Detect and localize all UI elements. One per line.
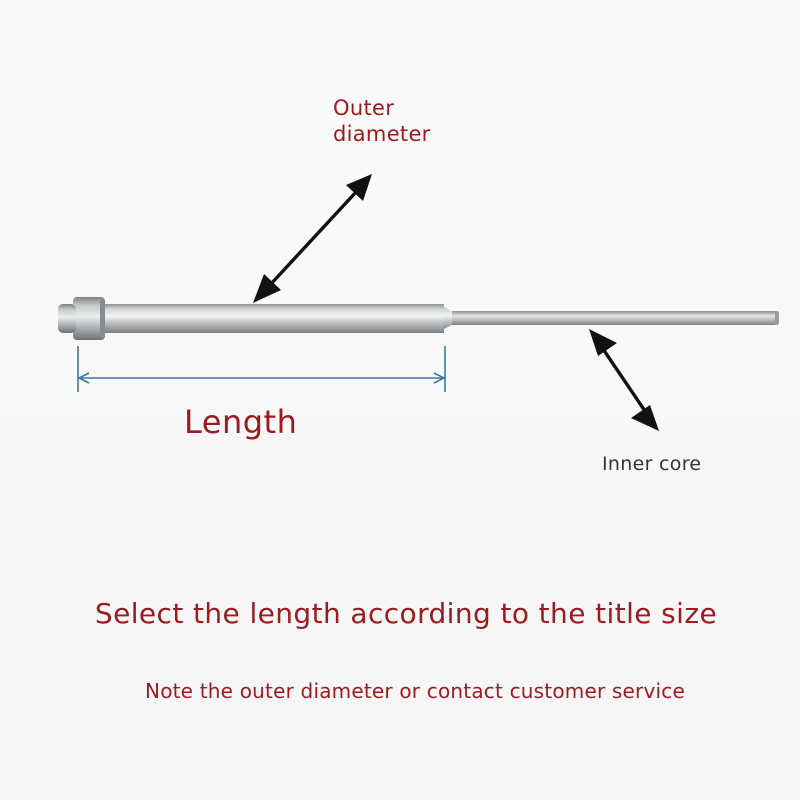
- pin-main-shaft: [102, 304, 444, 333]
- note-text: Note the outer diameter or contact custo…: [145, 679, 685, 703]
- pin-head-collar: [73, 297, 105, 340]
- length-dimension: [77, 346, 446, 392]
- outer-diameter-label: Outer diameter: [333, 95, 431, 147]
- pin-inner-core-rod: [444, 311, 778, 325]
- pin-head-cap: [58, 304, 76, 333]
- length-label: Length: [184, 403, 298, 441]
- outer-diameter-label-line1: Outer: [333, 96, 395, 120]
- inner-core-arrow: [589, 329, 659, 431]
- inner-core-label: Inner core: [602, 453, 702, 475]
- outer-diameter-arrow: [253, 174, 372, 303]
- outer-diameter-label-line2: diameter: [333, 122, 431, 146]
- ejector-pin: [58, 297, 779, 340]
- instruction-text: Select the length according to the title…: [94, 597, 718, 630]
